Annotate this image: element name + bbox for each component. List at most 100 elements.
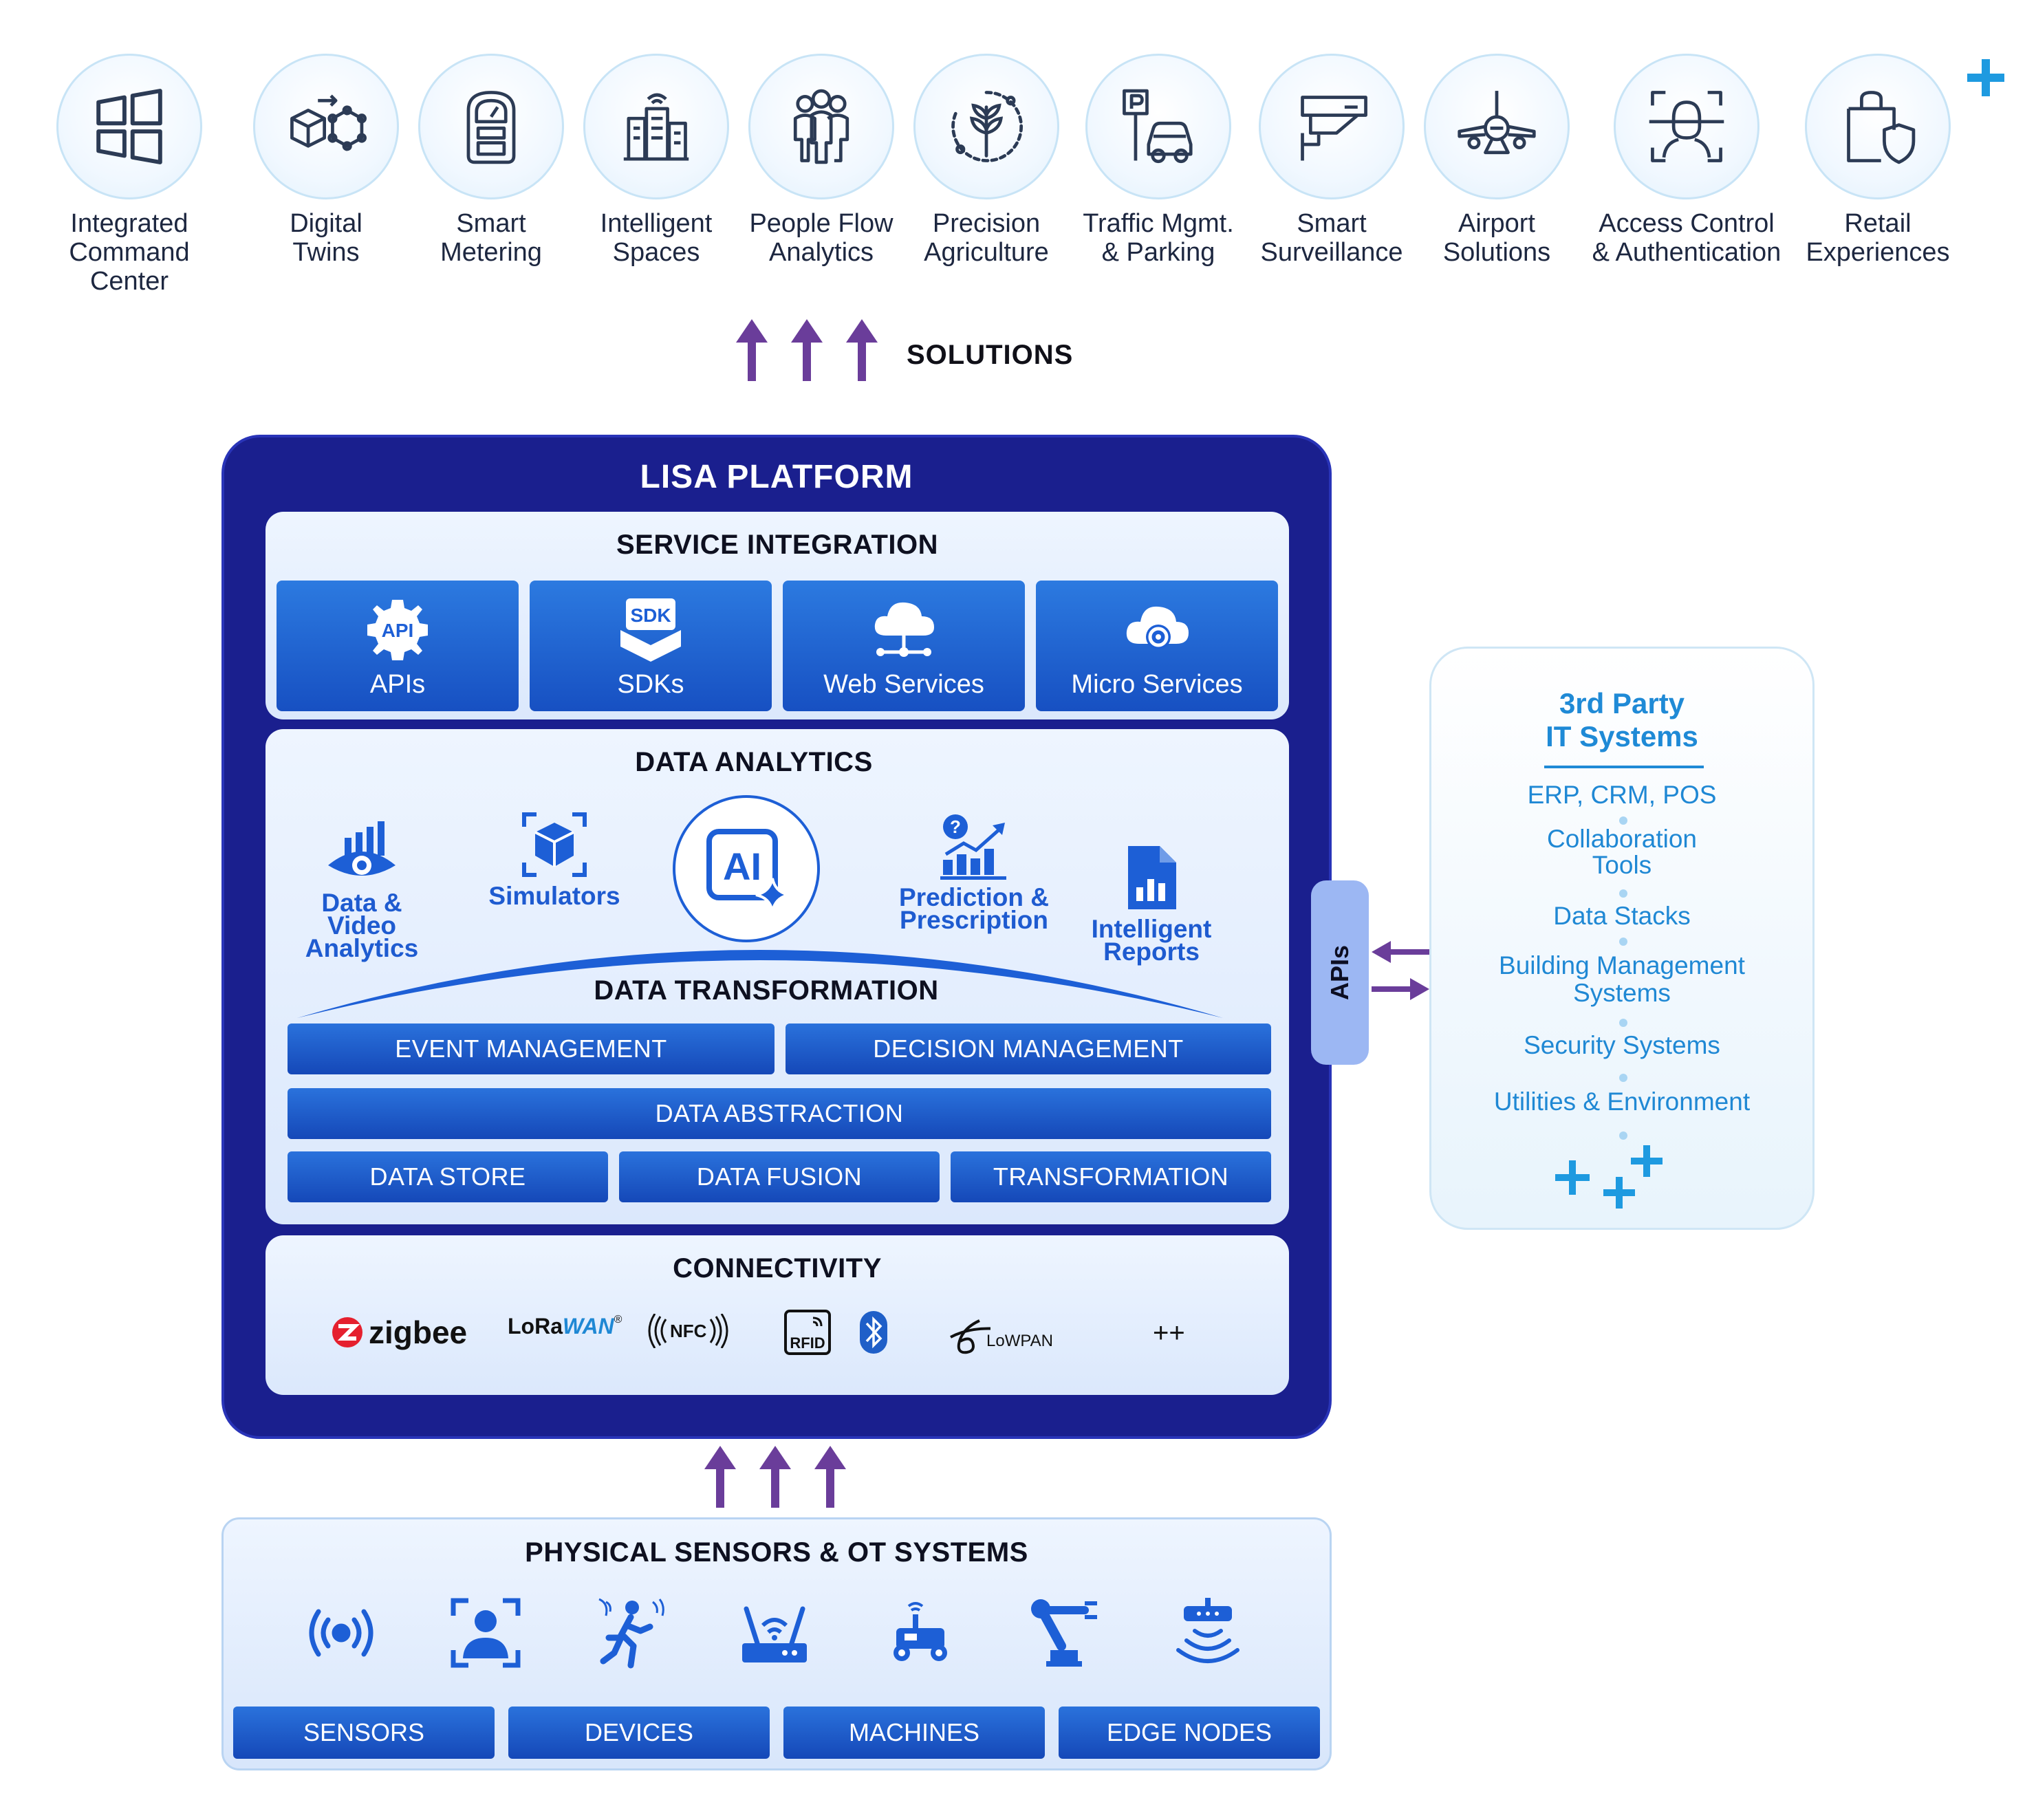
more-protocols: ++ <box>1153 1318 1185 1348</box>
sensors-bar[interactable]: SENSORS <box>233 1707 495 1759</box>
separator-dot <box>1619 889 1627 898</box>
data-store-bar[interactable]: DATA STORE <box>288 1151 608 1202</box>
third-party-item[interactable]: Security Systems <box>1524 1031 1720 1059</box>
motion-person-icon <box>598 1598 664 1669</box>
nfc-waves-right-icon <box>710 1314 728 1348</box>
bluetooth-logo <box>860 1311 887 1354</box>
data-analytics-title: DATA ANALYTICS <box>635 747 873 777</box>
sdk-box-icon: SDK <box>620 598 681 662</box>
third-party-item[interactable]: Data Stacks <box>1553 902 1691 930</box>
third-party-item[interactable]: Collaboration <box>1546 825 1698 853</box>
sdks-label: SDKs <box>617 670 684 699</box>
nfc-logo: NFC <box>648 1314 728 1348</box>
data-analytics-panel: DATA ANALYTICS Data & Video Analytics Si… <box>266 729 1289 1224</box>
cube-network-icon <box>290 94 367 151</box>
platform-title: LISA PLATFORM <box>640 459 913 495</box>
bidirectional-arrows-icon <box>1372 941 1429 1000</box>
cctv-camera-icon <box>1301 96 1367 161</box>
physical-sensors-panel: PHYSICAL SENSORS & OT SYSTEMS <box>221 1517 1332 1770</box>
solutions-label: SOLUTIONS <box>907 340 1074 370</box>
arrow-up-icon <box>704 1446 736 1508</box>
robotic-arm-icon <box>1031 1599 1097 1667</box>
solution-access-control[interactable]: Access Control& Authentication <box>1590 54 1783 267</box>
meter-icon <box>466 91 516 164</box>
robot-vehicle-icon <box>894 1602 947 1661</box>
separator-dot <box>1619 1019 1627 1027</box>
separator-dot <box>1619 816 1627 825</box>
service-integration-title: SERVICE INTEGRATION <box>616 530 939 560</box>
windows-grid-icon <box>96 89 162 164</box>
solution-label: Traffic Mgmt.& Parking <box>1083 209 1234 267</box>
decision-management-bar[interactable]: DECISION MANAGEMENT <box>786 1023 1271 1074</box>
machines-bar[interactable]: MACHINES <box>783 1707 1045 1759</box>
third-party-item[interactable]: Utilities & Environment <box>1493 1087 1751 1116</box>
transformation-arc <box>297 950 1223 1018</box>
arrow-up-icon <box>791 319 823 381</box>
ai-core[interactable]: AI <box>673 795 820 942</box>
third-party-item[interactable]: ERP, CRM, POS <box>1527 781 1717 809</box>
devices-bar[interactable]: DEVICES <box>508 1707 770 1759</box>
third-party-panel: 3rd Party IT Systems ERP, CRM, POS Colla… <box>1429 647 1815 1230</box>
apis-side-tab[interactable]: APIs <box>1311 880 1369 1065</box>
report-document-icon <box>1128 846 1176 909</box>
apis-tile[interactable]: API APIs <box>277 581 519 711</box>
separator-dot <box>1619 1131 1627 1140</box>
svg-text:?: ? <box>950 816 961 837</box>
data-fusion-bar[interactable]: DATA FUSION <box>619 1151 940 1202</box>
6lowpan-swoosh-icon <box>950 1319 990 1354</box>
zigbee-logo: zigbee <box>332 1314 467 1351</box>
prediction-prescription[interactable]: ? Prediction & Prescription <box>885 812 1063 933</box>
data-video-analytics[interactable]: Data & Video Analytics <box>286 817 437 961</box>
transformation-bar[interactable]: TRANSFORMATION <box>951 1151 1271 1202</box>
zigbee-icon <box>332 1317 362 1347</box>
event-management-bar[interactable]: EVENT MANAGEMENT <box>288 1023 775 1074</box>
web-services-label: Web Services <box>823 670 984 699</box>
title-underline <box>1544 766 1704 768</box>
face-id-device-icon <box>451 1598 521 1668</box>
sdks-tile[interactable]: SDK SDKs <box>530 581 772 711</box>
separator-dot <box>1619 938 1627 946</box>
solution-label: Access Control& Authentication <box>1592 209 1782 267</box>
6lowpan-logo: LoWPAN <box>949 1317 1053 1358</box>
face-scan-icon <box>1649 91 1724 162</box>
arrow-up-icon <box>759 1446 791 1508</box>
cube-scan-icon <box>522 812 587 877</box>
solution-traffic-parking[interactable]: Traffic Mgmt.& Parking <box>1062 54 1255 267</box>
third-party-item[interactable]: Tools <box>1592 851 1652 879</box>
data-abstraction-bar[interactable]: DATA ABSTRACTION <box>288 1088 1271 1139</box>
data-transformation-title: DATA TRANSFORMATION <box>594 975 939 1006</box>
physical-sensors-title: PHYSICAL SENSORS & OT SYSTEMS <box>525 1537 1028 1568</box>
lorawan-logo: LoRa WAN ® <box>508 1314 622 1339</box>
simulators[interactable]: Simulators <box>486 810 623 909</box>
sdk-badge-text: SDK <box>630 605 671 626</box>
rfid-logo: RFID <box>783 1307 832 1356</box>
micro-services-tile[interactable]: Micro Services <box>1036 581 1278 711</box>
arrow-up-icon <box>846 319 878 381</box>
bluetooth-icon <box>860 1311 887 1354</box>
edge-nodes-bar[interactable]: EDGE NODES <box>1059 1707 1320 1759</box>
third-party-item[interactable]: Building Management <box>1499 951 1745 979</box>
ai-sparkle-icon: AI <box>706 829 790 912</box>
third-party-item[interactable]: Systems <box>1573 979 1671 1007</box>
web-services-tile[interactable]: Web Services <box>783 581 1025 711</box>
smart-building-icon <box>623 93 689 161</box>
lisa-platform: LISA PLATFORM SERVICE INTEGRATION API AP… <box>221 435 1332 1439</box>
intelligent-reports[interactable]: Intelligent Reports <box>1076 843 1227 964</box>
